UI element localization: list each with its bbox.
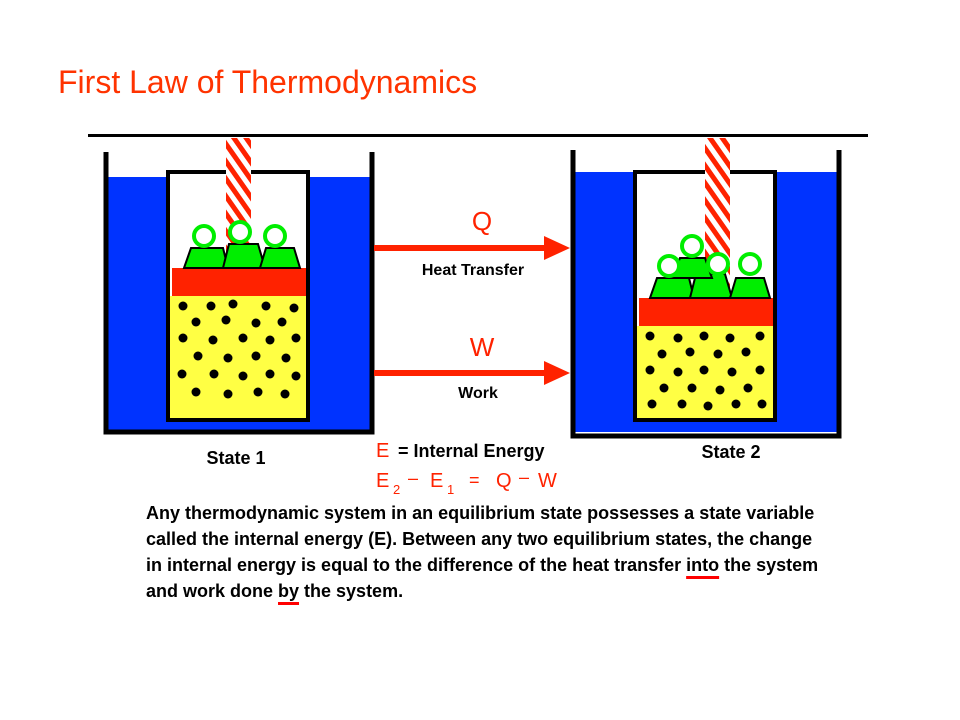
- state1-molecules: [177, 299, 301, 399]
- work-symbol: W: [470, 332, 495, 362]
- description-text: Any thermodynamic system in an equilibri…: [146, 503, 815, 575]
- heat-arrow: [374, 236, 570, 260]
- state2-weight: [648, 277, 696, 299]
- heat-symbol: Q: [472, 206, 492, 236]
- underlined-word-into: into: [686, 555, 720, 575]
- work-label: Work: [458, 385, 498, 402]
- equation-e1-subscript: 1: [447, 482, 454, 497]
- state2-weight-ring: [680, 234, 704, 258]
- state1-apparatus: [103, 138, 375, 435]
- state1-weight: [221, 243, 267, 269]
- equation-e1: E: [430, 470, 443, 492]
- underlined-word-by: by: [278, 581, 300, 601]
- first-law-equation: E 2 – E 1 = Q – W: [376, 467, 557, 497]
- state1-container: [103, 152, 375, 435]
- state2-molecules: [645, 331, 767, 411]
- state2-weight: [728, 277, 772, 299]
- state1-weight-ring: [263, 224, 287, 248]
- state1-weight-ring: [228, 220, 252, 244]
- energy-definition: = Internal Energy: [398, 441, 545, 461]
- slide-title: First Law of Thermodynamics: [58, 64, 478, 100]
- state2-label: State 2: [701, 442, 760, 462]
- work-arrow: [374, 361, 570, 385]
- state1-piston: [172, 268, 306, 296]
- state2-piston: [639, 298, 773, 326]
- equation-equals: =: [469, 470, 480, 490]
- equation-minus: –: [519, 467, 529, 487]
- first-law-description: Any thermodynamic system in an equilibri…: [146, 500, 826, 604]
- title-divider: [88, 134, 868, 137]
- state2-weight: [688, 273, 734, 299]
- state1-label: State 1: [206, 448, 265, 468]
- description-text: the system and work done: [146, 555, 819, 601]
- equation-minus: –: [408, 468, 418, 488]
- equation-e2-subscript: 2: [393, 482, 400, 497]
- state1-weight: [182, 247, 230, 269]
- energy-symbol: E: [376, 440, 389, 462]
- state1-weight-ring: [192, 224, 216, 248]
- state2-weight-ring: [706, 252, 730, 276]
- equation-q: Q: [496, 470, 512, 492]
- description-text: the system.: [299, 581, 404, 601]
- equation-w: W: [538, 470, 557, 492]
- state2-weight-ring: [657, 254, 681, 278]
- state2-weight-ring: [738, 252, 762, 276]
- state2-apparatus: [570, 138, 842, 439]
- state1-weight: [258, 247, 302, 269]
- heat-label: Heat Transfer: [422, 262, 524, 279]
- state2-container: [570, 150, 842, 439]
- equation-e2: E: [376, 470, 389, 492]
